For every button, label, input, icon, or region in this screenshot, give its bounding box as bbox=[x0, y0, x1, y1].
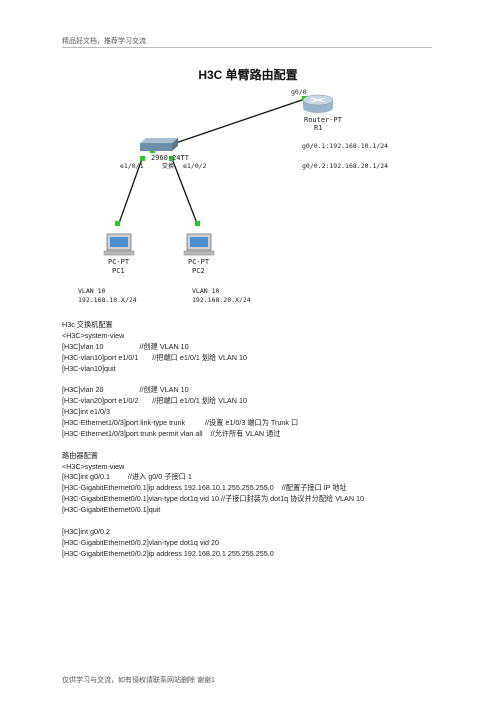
text-line: [H3C]int g0/0.1 //进入 g0/0 子接口 1 bbox=[62, 472, 192, 482]
switch-port2-label: e1/0/2 bbox=[183, 162, 207, 170]
pc2-icon bbox=[183, 233, 215, 256]
text-line: [H3C-Ethernet1/0/3]port link-type trunk … bbox=[62, 418, 299, 428]
pc1-icon bbox=[103, 233, 135, 256]
text-line: [H3C-GigabitEthernet0/0.2]vlan-type dot1… bbox=[62, 537, 220, 547]
pc1-net-label: 192.168.10.X/24 bbox=[78, 296, 137, 304]
text-line: [H3C-vlan10]quit bbox=[62, 363, 116, 373]
page-header: 精品好文档，推荐学习交流 bbox=[62, 38, 146, 45]
text-line: [H3C-GigabitEthernet0/0.1]ip address 192… bbox=[62, 483, 347, 493]
pc1-name-label: PC1 bbox=[112, 267, 125, 275]
router-port-label: g0/0 bbox=[291, 88, 307, 96]
router-id-label: R1 bbox=[314, 124, 322, 132]
switch-model-label: 2960-24TT bbox=[151, 154, 190, 162]
switch-sub-label: 交换 bbox=[162, 162, 174, 170]
switch-port1-label: e1/0/1 bbox=[120, 162, 144, 170]
text-line: [H3C-GigabitEthernet0/0.1]quit bbox=[62, 505, 161, 515]
text-line: [H3C]int e1/0/3 bbox=[62, 407, 110, 417]
pc2-vlan-label: VLAN 10 bbox=[192, 287, 219, 295]
text-line: [H3C]vlan 20 //创建 VLAN 10 bbox=[62, 385, 189, 395]
config-text: H3c 交换机配置 <H3C>system-view [H3C]vlan 10 … bbox=[62, 320, 452, 560]
pc2-name-label: PC2 bbox=[192, 267, 205, 275]
switch-icon bbox=[140, 138, 178, 151]
pc1-vlan-label: VLAN 10 bbox=[78, 287, 105, 295]
router-icon bbox=[302, 94, 334, 113]
topology-diagram: g0/0 Router-PT R1 g0/0.1:192.168.10.1/24… bbox=[78, 88, 388, 304]
text-line: <H3C>system-view bbox=[62, 330, 125, 340]
link-switch-pc2 bbox=[170, 155, 199, 227]
text-line bbox=[62, 440, 452, 451]
text-line: [H3C-GigabitEthernet0/0.1]vlan-type dot1… bbox=[62, 494, 365, 504]
pc2-net-label: 192.168.20.X/24 bbox=[192, 296, 251, 304]
text-line bbox=[62, 516, 452, 527]
page-footer: 仅供学习与交流，如有侵权请联系网站删除 谢谢1 bbox=[62, 677, 215, 684]
text-line bbox=[62, 374, 452, 385]
text-line: [H3C-vlan10]port e1/0/1 //把端口 e1/0/1 划给 … bbox=[62, 352, 247, 362]
header-divider bbox=[62, 47, 432, 48]
text-line: <H3C>system-view bbox=[62, 461, 125, 471]
router-subif2-label: g0/0.2:192.168.20.1/24 bbox=[302, 162, 388, 170]
pc2-type-label: PC-PT bbox=[188, 258, 210, 266]
text-line: [H3C-vlan20]port e1/0/2 //把端口 e1/0/1 划给 … bbox=[62, 396, 247, 406]
text-line: [H3C-Ethernet1/0/3]port trunk permit vla… bbox=[62, 428, 281, 438]
text-line: [H3C]int g0/0.2 bbox=[62, 526, 110, 536]
document-title: H3C 单臂路由配置 bbox=[198, 68, 298, 82]
link-switch-pc1 bbox=[117, 155, 144, 227]
text-line: H3c 交换机配置 bbox=[62, 320, 113, 329]
router-subif1-label: g0/0.1:192.168.10.1/24 bbox=[302, 142, 388, 150]
pc1-type-label: PC-PT bbox=[108, 258, 130, 266]
text-line: 路由器配置 bbox=[62, 450, 98, 460]
router-type-label: Router-PT bbox=[304, 116, 343, 124]
text-line: [H3C]vlan 10 //创建 VLAN 10 bbox=[62, 341, 189, 351]
text-line: [H3C-GigabitEthernet0/0.2]ip address 192… bbox=[62, 548, 274, 558]
